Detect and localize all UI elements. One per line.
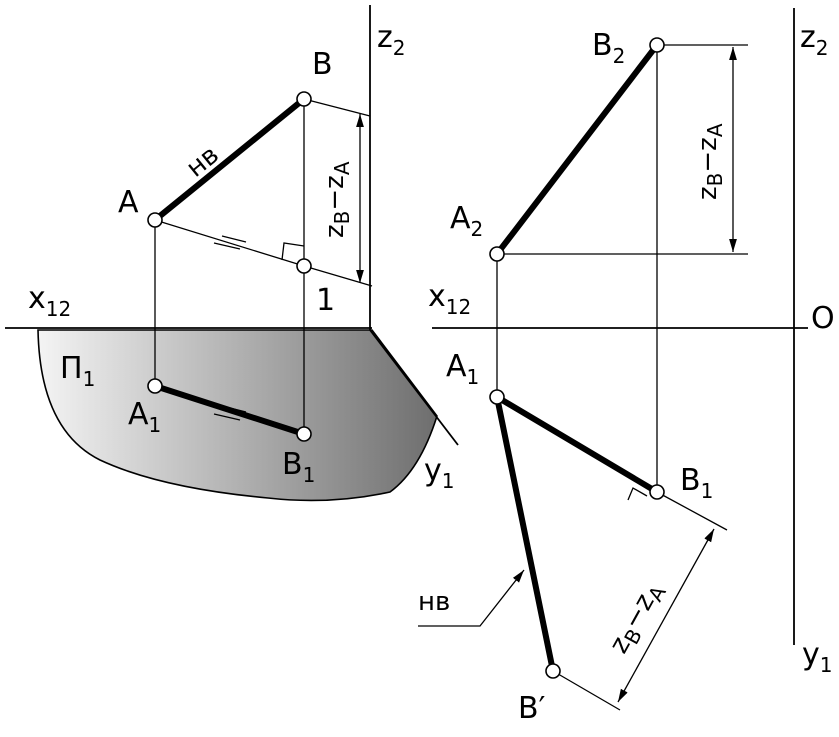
left-pictorial-view: z2 B A 1 x12 Π1 A1 B1 y1 нв zB−zA — [5, 5, 459, 502]
label-b1-right: B1 — [680, 463, 713, 503]
point-a1 — [147, 378, 163, 394]
dim-ext-top-left — [303, 98, 371, 117]
point-a — [147, 212, 163, 228]
point-b — [296, 91, 312, 107]
label-a: A — [118, 185, 139, 220]
segment-a1b1 — [152, 383, 307, 437]
label-o: O — [811, 301, 835, 336]
point-1 — [296, 258, 312, 274]
right-angle-mark-left — [281, 242, 305, 261]
label-a1-left: A1 — [128, 397, 161, 437]
right-epure-view: z2 B2 A2 x12 O A1 B1 B′ y1 нв zB−zA zB−z… — [418, 8, 835, 726]
dim-ext-bottom-right-1 — [656, 491, 728, 531]
label-a1-right: A1 — [446, 349, 479, 389]
label-z2-left: z2 — [377, 20, 405, 60]
parallel-mark-1 — [221, 235, 247, 243]
line-a-to-1 — [154, 219, 305, 267]
dim-ext-bottom-left — [303, 265, 373, 287]
dim-ext-bottom-right-2 — [552, 670, 621, 711]
label-dim-bottom-right: zB−zA — [604, 577, 671, 661]
point-bprime — [545, 663, 561, 679]
label-dim-left: zB−zA — [320, 161, 354, 238]
label-b2: B2 — [592, 28, 625, 68]
label-y1-left: y1 — [424, 453, 455, 493]
label-b1-left: B1 — [282, 447, 315, 487]
label-pi1: Π1 — [60, 351, 95, 391]
true-length-leader — [418, 569, 525, 627]
label-x12-right: x12 — [428, 279, 471, 319]
label-b: B — [312, 47, 333, 82]
parallel-mark-2 — [213, 242, 241, 250]
label-1: 1 — [316, 283, 335, 318]
label-a2: A2 — [450, 201, 483, 241]
parallel-mark-4 — [213, 413, 241, 421]
segment-ab — [152, 96, 307, 223]
label-z2-right: z2 — [800, 20, 828, 60]
label-true-length-right: нв — [418, 587, 450, 617]
label-y1-right: y1 — [802, 637, 833, 677]
right-angle-mark-right — [627, 487, 648, 501]
point-b1 — [296, 426, 312, 442]
label-bprime: B′ — [518, 691, 546, 726]
y-axis-left — [369, 329, 459, 446]
segment-a2b2 — [494, 42, 660, 257]
point-a2 — [489, 246, 505, 262]
point-b2 — [649, 37, 665, 53]
dim-line-bottom-right — [617, 528, 715, 703]
label-true-length-left: нв — [181, 140, 225, 184]
point-b1-right — [649, 484, 665, 500]
segment-a1b1-right — [494, 394, 660, 495]
point-a1-right — [489, 389, 505, 405]
segment-a1bprime — [494, 394, 556, 674]
label-x12-left: x12 — [28, 281, 71, 321]
label-dim-top-right: zB−zA — [693, 123, 727, 200]
